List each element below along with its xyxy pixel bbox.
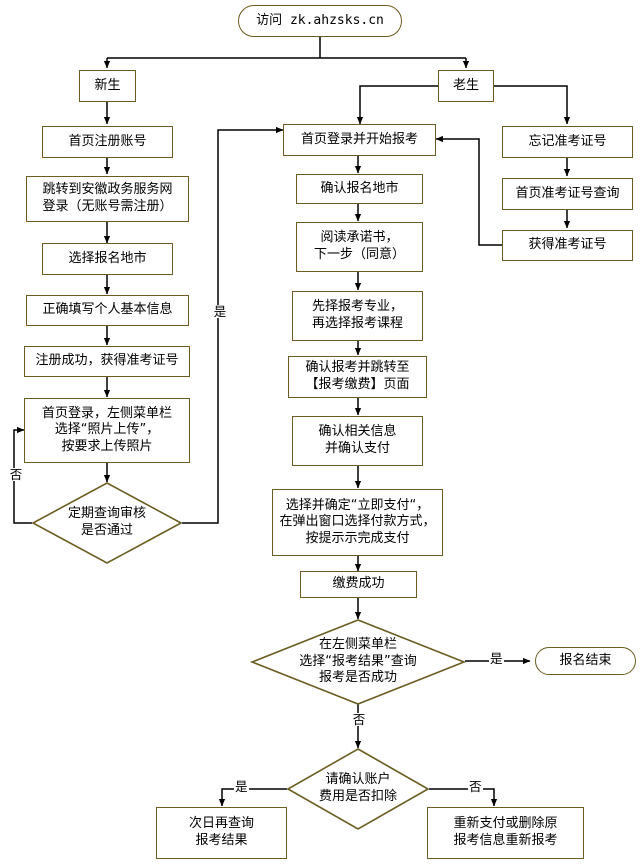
node-pay-now-label: 选择并确定“立即支付“， 在弹出窗口选择付款方式， 按提示示完成支付 <box>279 497 436 546</box>
node-pay-success[interactable]: 缴费成功 <box>300 571 417 598</box>
node-jump-gov-portal-label: 跳转到安徽政务服务网 登录（无账号需注册） <box>42 182 173 214</box>
node-confirm-fee-deducted-label: 请确认账户 费用是否扣除 <box>318 772 397 804</box>
node-repay-or-delete-label: 重新支付或删除原 报考信息重新报考 <box>453 816 558 848</box>
edge-label-fee-no: 否 <box>468 779 483 794</box>
node-home-ticket-query[interactable]: 首页准考证号查询 <box>502 178 633 210</box>
node-read-commitment[interactable]: 阅读承诺书， 下一步（同意） <box>296 222 423 272</box>
node-select-city-new-label: 选择报名地市 <box>68 250 147 266</box>
node-pay-now[interactable]: 选择并确定“立即支付“， 在弹出窗口选择付款方式， 按提示示完成支付 <box>272 489 443 556</box>
node-register-success[interactable]: 注册成功，获得准考证号 <box>24 346 190 377</box>
node-apply-end[interactable]: 报名结束 <box>535 647 636 675</box>
node-confirm-city[interactable]: 确认报名地市 <box>296 174 423 204</box>
node-new-student-label: 新生 <box>94 77 121 93</box>
node-upload-photo[interactable]: 首页登录，左侧菜单栏 选择“照片上传”， 按要求上传照片 <box>24 398 190 463</box>
node-login-and-apply[interactable]: 首页登录并开始报考 <box>283 124 436 156</box>
node-forgot-ticket-no[interactable]: 忘记准考证号 <box>502 126 633 158</box>
node-read-commitment-label: 阅读承诺书， 下一步（同意） <box>313 230 405 262</box>
node-repay-or-delete[interactable]: 重新支付或删除原 报考信息重新报考 <box>427 807 584 859</box>
node-confirm-city-label: 确认报名地市 <box>320 180 399 196</box>
node-confirm-fee-deducted[interactable]: 请确认账户 费用是否扣除 <box>286 748 430 830</box>
node-confirm-info-pay[interactable]: 确认相关信息 并确认支付 <box>292 416 423 466</box>
node-home-ticket-query-label: 首页准考证号查询 <box>515 185 620 201</box>
node-select-city-new[interactable]: 选择报名地市 <box>42 243 173 275</box>
node-forgot-ticket-no-label: 忘记准考证号 <box>528 133 607 149</box>
edge-label-result-no: 否 <box>350 713 366 726</box>
edge-label-result-yes: 是 <box>489 651 504 666</box>
node-confirm-to-payment[interactable]: 确认报考并跳转至 【报考缴费】页面 <box>288 356 427 398</box>
audit-check-shape <box>31 482 183 564</box>
node-fill-personal-info-label: 正确填写个人基本信息 <box>42 302 173 318</box>
node-check-result[interactable]: 在左侧菜单栏 选择“报考结果”查询 报考是否成功 <box>249 619 467 705</box>
node-select-major-course-label: 先择报考专业， 再选择报考课程 <box>311 299 403 331</box>
node-check-result-label: 在左侧菜单栏 选择“报考结果”查询 报考是否成功 <box>299 636 417 686</box>
node-login-and-apply-label: 首页登录并开始报考 <box>300 131 418 147</box>
node-new-student[interactable]: 新生 <box>79 70 136 102</box>
node-old-student[interactable]: 老生 <box>438 70 494 102</box>
node-audit-check-label: 定期查询审核 是否通过 <box>67 506 146 538</box>
node-apply-end-label: 报名结束 <box>559 652 612 668</box>
node-get-ticket-no-label: 获得准考证号 <box>528 237 607 253</box>
node-start[interactable]: 访问 zk.ahzsks.cn <box>238 5 402 37</box>
edge-label-audit-yes: 是 <box>211 305 227 318</box>
confirm-fee-deducted-shape <box>286 748 430 830</box>
node-query-next-day-label: 次日再查询 报考结果 <box>188 816 254 848</box>
node-get-ticket-no[interactable]: 获得准考证号 <box>502 230 633 261</box>
node-start-label: 访问 zk.ahzsks.cn <box>256 12 384 28</box>
node-pay-success-label: 缴费成功 <box>332 576 385 592</box>
edge-label-audit-no: 否 <box>7 468 23 481</box>
node-audit-check[interactable]: 定期查询审核 是否通过 <box>31 482 183 564</box>
node-upload-photo-label: 首页登录，左侧菜单栏 选择“照片上传”， 按要求上传照片 <box>41 405 172 454</box>
node-confirm-info-pay-label: 确认相关信息 并确认支付 <box>318 424 397 456</box>
node-fill-personal-info[interactable]: 正确填写个人基本信息 <box>26 295 189 326</box>
node-jump-gov-portal[interactable]: 跳转到安徽政务服务网 登录（无账号需注册） <box>26 176 189 222</box>
edge-label-fee-yes: 是 <box>234 779 249 794</box>
node-register-account[interactable]: 首页注册账号 <box>42 126 173 158</box>
node-old-student-label: 老生 <box>452 77 479 93</box>
node-confirm-to-payment-label: 确认报考并跳转至 【报考缴费】页面 <box>305 360 410 392</box>
node-query-next-day[interactable]: 次日再查询 报考结果 <box>156 807 287 859</box>
node-select-major-course[interactable]: 先择报考专业， 再选择报考课程 <box>292 291 423 341</box>
node-register-account-label: 首页注册账号 <box>68 133 147 149</box>
node-register-success-label: 注册成功，获得准考证号 <box>35 353 179 369</box>
